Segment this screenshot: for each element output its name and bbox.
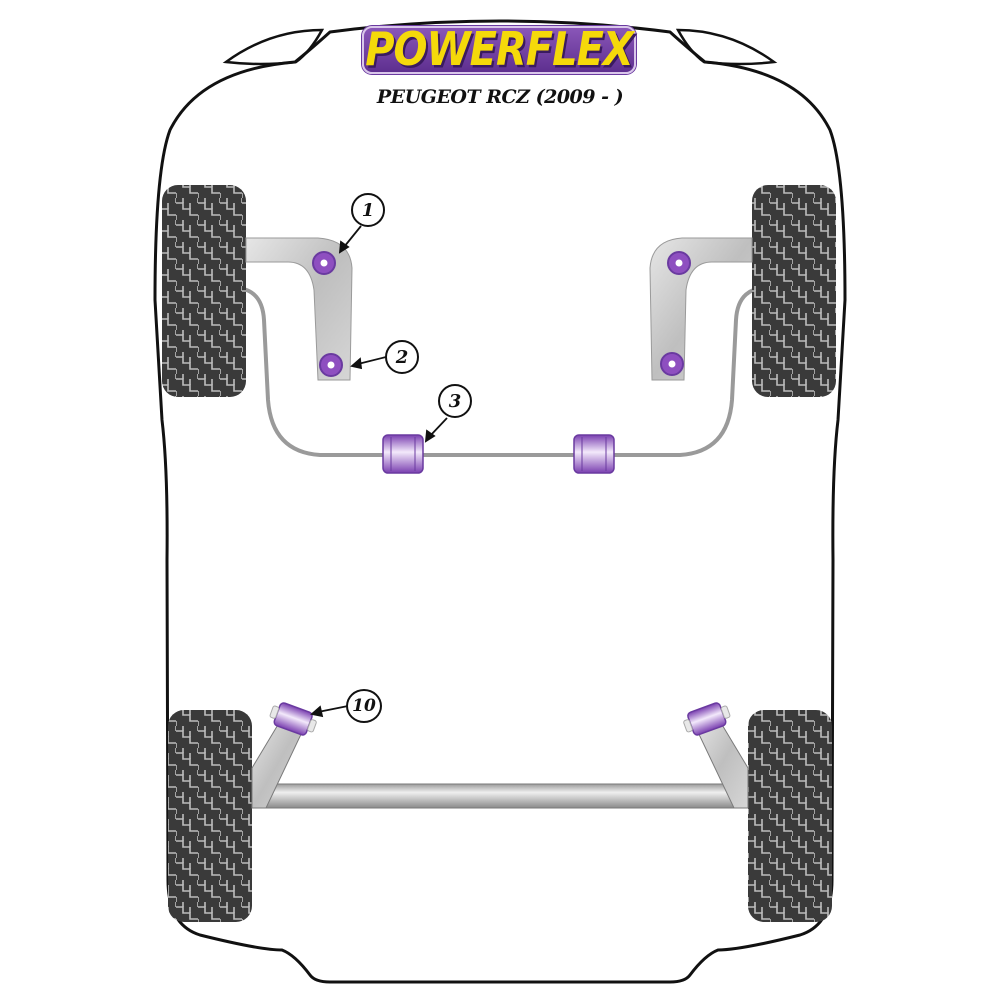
right-headlight — [675, 28, 778, 66]
wishbone-bushes — [312, 251, 691, 377]
arb-bush-right — [573, 434, 615, 474]
brand-name: POWERFLEX — [365, 23, 634, 77]
callout-10: 10 — [346, 689, 382, 723]
car-body-outline — [153, 19, 847, 984]
tyres — [162, 185, 836, 922]
callout-10-label: 10 — [352, 696, 376, 716]
callout-1: 1 — [351, 193, 385, 227]
powerflex-logo: POWERFLEX — [362, 26, 636, 74]
callout-2: 2 — [385, 340, 419, 374]
front-left-tyre — [162, 185, 246, 397]
vehicle-title: PEUGEOT RCZ (2009 - ) — [376, 86, 624, 108]
callout-1-label: 1 — [361, 199, 375, 221]
rear-right-tyre — [748, 710, 832, 922]
rear-bush-right — [683, 702, 731, 736]
callout-arrows — [310, 225, 448, 718]
callout-3-label: 3 — [448, 390, 462, 412]
left-headlight — [222, 28, 325, 66]
callout-3: 3 — [438, 384, 472, 418]
rear-beam — [251, 702, 749, 809]
arb-bush-left — [382, 434, 424, 474]
callout-2-label: 2 — [395, 346, 409, 368]
rear-bush-left — [269, 702, 317, 736]
front-anti-roll-bar — [227, 285, 773, 457]
anti-roll-bar-bushes — [382, 434, 615, 474]
rear-left-tyre — [168, 710, 252, 922]
front-right-tyre — [752, 185, 836, 397]
